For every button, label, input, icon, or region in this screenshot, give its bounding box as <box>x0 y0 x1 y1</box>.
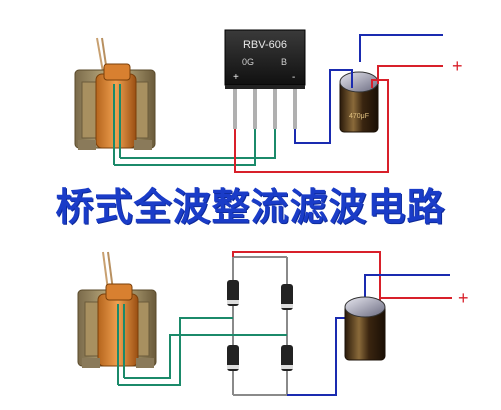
bottom-wiring <box>118 251 452 396</box>
bridge-model-label: RBV-606 <box>243 39 287 51</box>
diode-d4 <box>281 345 293 371</box>
diode-d1 <box>227 280 239 306</box>
diode-d3 <box>227 345 239 371</box>
bottom-capacitor <box>344 296 386 361</box>
top-transformer <box>74 37 156 165</box>
bridge-plus-pin-label: + <box>233 72 239 83</box>
bridge-code-label: 0G <box>242 57 254 67</box>
top-bridge-rectifier: RBV-606 0G B + - <box>224 29 306 129</box>
diode-d2 <box>281 284 293 310</box>
bottom-transformer <box>77 251 157 385</box>
top-capacitor: 470μF <box>339 71 379 133</box>
top-output-plus-label: + <box>452 56 463 76</box>
capacitor-value-label: 470μF <box>349 113 369 120</box>
bottom-diodes <box>227 280 293 371</box>
bridge-code2-label: B <box>281 57 287 67</box>
page-title: 桥式全波整流滤波电路 <box>55 185 446 229</box>
bottom-output-plus-label: + <box>458 288 469 308</box>
bridge-minus-pin-label: - <box>292 72 295 83</box>
top-wiring <box>114 34 443 173</box>
